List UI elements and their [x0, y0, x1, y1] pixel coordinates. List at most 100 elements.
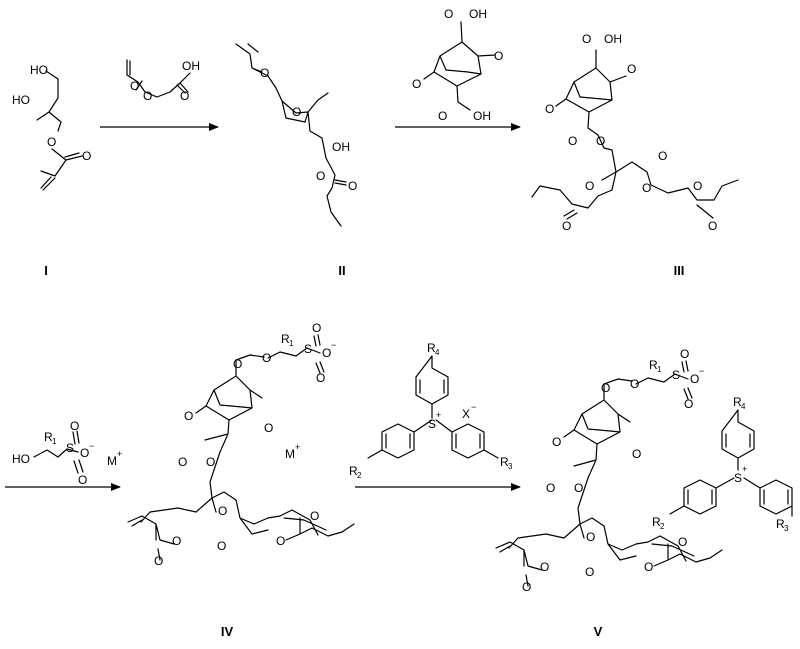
- ester-carbonyl-label: O: [568, 134, 577, 148]
- carbonyl-oxygen-label: O: [82, 149, 91, 163]
- compound-V: O O R 1 S O O O − O O O O O O O O O O R …: [495, 347, 793, 594]
- r4-subscript: 4: [741, 402, 746, 411]
- r1-subscript: 1: [657, 365, 662, 374]
- metal-label: M: [107, 454, 117, 468]
- ketone-oxygen-label: O: [632, 447, 641, 461]
- r2-subscript: 2: [357, 471, 362, 480]
- carboxyl-hydroxyl-label: OH: [473, 109, 491, 123]
- ester-oxygen-label: O: [644, 560, 653, 574]
- r4-subscript: 4: [435, 348, 440, 357]
- sulfonate-oxygen-label: O: [80, 446, 89, 460]
- arrow-step-1: O O OH O: [100, 59, 219, 131]
- carboxyl-oxygen-label: O: [582, 32, 591, 46]
- r4-label: R: [427, 341, 436, 355]
- r1-label: R: [281, 332, 290, 346]
- ring-oxygen-label: O: [658, 149, 667, 163]
- sulfur-label: S: [66, 441, 74, 455]
- sulfonium-label: S: [734, 471, 742, 485]
- ketone-oxygen-label: O: [264, 421, 273, 435]
- reagent-hydroxyl-label: OH: [182, 59, 200, 73]
- r2-label: R: [349, 464, 358, 478]
- ester-oxygen-label: O: [172, 534, 181, 548]
- plus-charge: +: [742, 464, 747, 474]
- ring-oxygen-label: O: [585, 565, 594, 579]
- reagent-carbonyl-label: O: [130, 79, 139, 93]
- compound-label-V: V: [594, 624, 603, 639]
- ester-oxygen-label: O: [585, 179, 594, 193]
- compound-I: HO HO O O: [12, 63, 91, 191]
- plus-charge: +: [117, 449, 122, 459]
- sulfonate-oxygen-label: O: [322, 346, 331, 360]
- ketone-oxygen-label: O: [412, 77, 421, 91]
- r3-subscript: 3: [508, 462, 513, 471]
- ketone-oxygen-label: O: [494, 49, 503, 63]
- compound-IV: O O R 1 S O O O − O O O O M + O O O O O …: [127, 321, 355, 568]
- r1-label: R: [44, 430, 53, 444]
- counterion-label: X: [462, 407, 470, 421]
- ester-oxygen-label: O: [276, 534, 285, 548]
- ring-oxygen-label: O: [217, 539, 226, 553]
- reagent-carbonyl-label: O: [180, 89, 189, 103]
- ester-oxygen-label: O: [630, 377, 639, 391]
- r2-label: R: [652, 515, 661, 529]
- minus-charge: −: [699, 366, 704, 376]
- arrow-step-2: O OH O O O OH: [395, 7, 521, 131]
- ester-oxygen-label: O: [206, 455, 215, 469]
- r2-subscript: 2: [660, 522, 665, 531]
- carbonyl-oxygen-label: O: [562, 219, 571, 233]
- compound-III: O OH O O O O O O O O O O: [531, 32, 739, 233]
- plus-charge: +: [295, 442, 300, 452]
- ring-oxygen-label: O: [292, 105, 301, 119]
- ester-carbonyl-label: O: [233, 357, 242, 371]
- ester-oxygen-label: O: [574, 481, 583, 495]
- carbonyl-oxygen-label: O: [522, 580, 531, 594]
- ketone-oxygen-label: O: [545, 102, 554, 116]
- hydroxyl-label: HO: [12, 452, 30, 466]
- carboxyl-oxygen-label: O: [438, 109, 447, 123]
- sulfonate-oxygen-label: O: [690, 372, 699, 386]
- arrow-step-3: HO R 1 S O O O − M +: [5, 419, 122, 491]
- carboxyl-hydroxyl-label: OH: [604, 32, 622, 46]
- compound-label-I: I: [44, 263, 48, 278]
- metal-label: M: [285, 447, 295, 461]
- r3-label: R: [500, 455, 509, 469]
- hydroxyl-label: HO: [12, 93, 30, 107]
- ester-oxygen-label: O: [596, 134, 605, 148]
- sulfur-label: S: [672, 368, 680, 382]
- ester-oxygen-label: O: [262, 351, 271, 365]
- arrow-step-4: R 4 S + X − R 2 R 3: [349, 341, 521, 491]
- ester-carbonyl-label: O: [601, 381, 610, 395]
- ring-oxygen-label: O: [218, 504, 227, 518]
- r1-subscript: 1: [52, 437, 57, 446]
- ketone-oxygen-label: O: [552, 435, 561, 449]
- carboxyl-hydroxyl-label: OH: [469, 7, 487, 21]
- minus-charge: −: [331, 340, 336, 350]
- minus-charge: −: [89, 441, 94, 451]
- sulfonyl-oxygen-label: O: [316, 371, 325, 385]
- reagent-oxygen-label: O: [143, 89, 152, 103]
- carboxyl-oxygen-label: O: [444, 7, 453, 21]
- sulfonyl-oxygen-label: O: [684, 397, 693, 411]
- plus-charge: +: [436, 410, 441, 420]
- ester-oxygen-label: O: [260, 66, 269, 80]
- ester-oxygen-label: O: [47, 135, 56, 149]
- carbonyl-oxygen-label: O: [678, 535, 687, 549]
- compound-label-IV: IV: [221, 624, 234, 639]
- ester-carbonyl-label: O: [178, 455, 187, 469]
- minus-charge: −: [471, 402, 476, 412]
- r4-label: R: [733, 395, 742, 409]
- sulfonyl-oxygen-label: O: [78, 473, 87, 487]
- ester-oxygen-label: O: [316, 169, 325, 183]
- r3-label: R: [776, 517, 785, 531]
- sulfonyl-oxygen-label: O: [312, 321, 321, 335]
- ring-oxygen-label: O: [586, 530, 595, 544]
- ester-carbonyl-label: O: [546, 481, 555, 495]
- carbonyl-oxygen-label: O: [310, 509, 319, 523]
- r1-subscript: 1: [289, 339, 294, 348]
- sulfonyl-oxygen-label: O: [70, 419, 79, 433]
- hydroxyl-label: HO: [30, 63, 48, 77]
- compound-label-III: III: [674, 263, 685, 278]
- sulfur-label: S: [304, 342, 312, 356]
